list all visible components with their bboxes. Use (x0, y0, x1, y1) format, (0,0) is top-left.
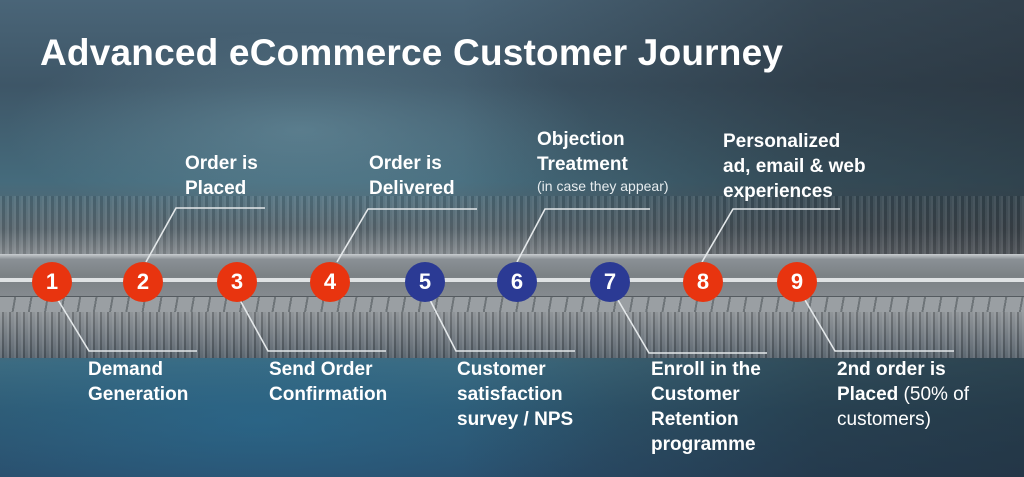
step-8-label-line-2: ad, email & web (723, 156, 866, 177)
step-9-label: 2nd order is Placed (50% of customers) (837, 357, 969, 432)
gravel-band-top (0, 196, 1024, 254)
step-8-badge: 8 (683, 262, 723, 302)
step-5-label-line-1: Customer (457, 359, 546, 380)
step-3-label: Send Order Confirmation (269, 357, 387, 407)
leader-line-8 (701, 208, 840, 263)
step-3-badge: 3 (217, 262, 257, 302)
step-5-badge: 5 (405, 262, 445, 302)
step-6-label-note: (in case they appear) (537, 178, 669, 194)
step-1-label-line-1: Demand (88, 359, 163, 380)
step-9-badge: 9 (777, 262, 817, 302)
step-2-badge: 2 (123, 262, 163, 302)
step-8-label: Personalized ad, email & web experiences (723, 129, 866, 204)
leader-line-7 (617, 299, 767, 354)
step-6-label-line-1: Objection (537, 129, 625, 150)
step-3-label-line-1: Send Order (269, 359, 373, 380)
step-9-label-bold: Placed (837, 384, 899, 405)
leader-line-1 (57, 299, 197, 352)
step-1-label: Demand Generation (88, 357, 188, 407)
step-4-label-line-2: Delivered (369, 178, 455, 199)
page-title: Advanced eCommerce Customer Journey (40, 32, 784, 73)
step-2-label: Order is Placed (185, 151, 258, 201)
step-1-badge: 1 (32, 262, 72, 302)
step-7-label-line-1: Enroll in the (651, 359, 761, 380)
step-3-label-line-2: Confirmation (269, 384, 388, 405)
step-7-label-line-4: programme (651, 434, 756, 455)
leader-line-2 (145, 207, 265, 263)
step-5-label: Customer satisfaction survey / NPS (457, 357, 573, 432)
leader-line-3 (239, 299, 386, 352)
step-2-label-line-2: Placed (185, 178, 247, 199)
step-9-label-line-2: Placed (50% of (837, 382, 969, 407)
step-6-label: Objection Treatment (in case they appear… (537, 127, 669, 195)
step-7-badge: 7 (590, 262, 630, 302)
step-9-label-line-1: 2nd order is (837, 359, 946, 380)
step-1-label-line-2: Generation (88, 384, 189, 405)
leader-line-6 (516, 208, 650, 263)
step-4-label: Order is Delivered (369, 151, 455, 201)
leader-line-9 (804, 299, 954, 352)
step-2-label-line-1: Order is (185, 153, 258, 174)
step-9-label-line-3: customers) (837, 409, 931, 430)
step-7-label: Enroll in the Customer Retention program… (651, 357, 761, 457)
step-4-label-line-1: Order is (369, 153, 442, 174)
step-9-label-light-inline: (50% of (898, 384, 970, 405)
step-5-label-line-2: satisfaction (457, 384, 563, 405)
step-5-label-line-3: survey / NPS (457, 409, 574, 430)
step-8-label-line-1: Personalized (723, 131, 841, 152)
leader-line-4 (336, 208, 477, 263)
step-7-label-line-2: Customer (651, 384, 740, 405)
leader-line-5 (429, 299, 575, 352)
step-7-label-line-3: Retention (651, 409, 739, 430)
step-8-label-line-3: experiences (723, 181, 833, 202)
step-6-badge: 6 (497, 262, 537, 302)
step-4-badge: 4 (310, 262, 350, 302)
step-6-label-line-2: Treatment (537, 154, 628, 175)
